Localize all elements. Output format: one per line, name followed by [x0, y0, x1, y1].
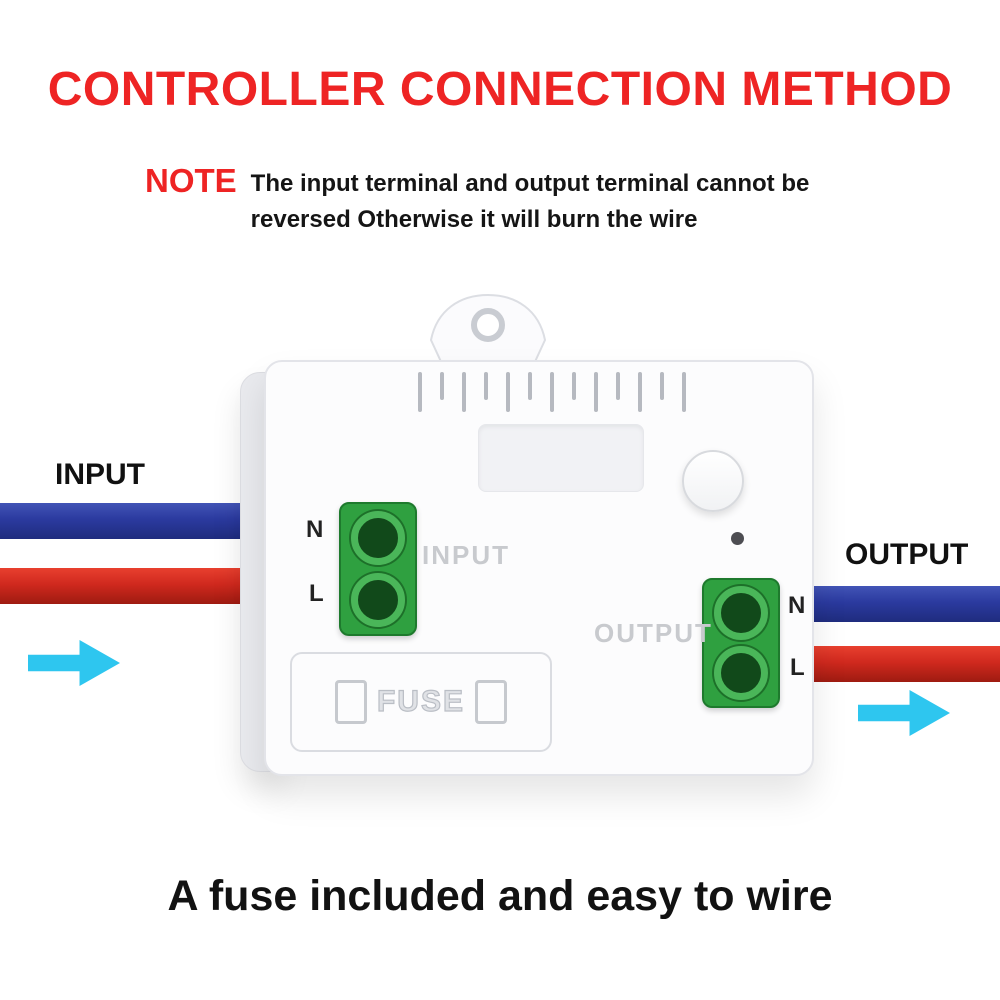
vent-slot: [462, 372, 466, 412]
vent-slot: [506, 372, 510, 412]
output-wire-blue: [790, 586, 1000, 622]
led-indicator: [731, 532, 744, 545]
footer-caption: A fuse included and easy to wire: [167, 872, 833, 920]
vent-slot: [484, 372, 488, 400]
device-output-label: OUTPUT: [594, 618, 713, 648]
vent-slot: [594, 372, 598, 412]
vent-slot: [572, 372, 576, 400]
label-recess: [478, 424, 644, 492]
vent-slot: [660, 372, 664, 400]
input-terminal-n-label: N: [306, 516, 324, 543]
fuse-clip-icon: [475, 680, 507, 724]
vent-slot: [528, 372, 532, 400]
arrow-right-icon: [858, 690, 950, 736]
vent-slot: [418, 372, 422, 412]
input-wire-blue: [0, 503, 260, 539]
vent-slot: [616, 372, 620, 400]
vent-slot: [638, 372, 642, 412]
vent-slot: [440, 372, 444, 400]
note-text: The input terminal and output terminal c…: [250, 170, 810, 233]
terminal-screw: [714, 586, 768, 640]
terminal-screw: [351, 511, 405, 566]
pairing-button: [682, 450, 744, 512]
note-label: NOTE: [145, 162, 237, 199]
terminal-screw: [714, 646, 768, 700]
fuse-clip-icon: [334, 680, 367, 724]
input-terminal-block: [339, 502, 417, 636]
input-terminal-l-label: L: [309, 580, 324, 607]
output-label: OUTPUT: [845, 538, 969, 571]
vent-slot: [550, 372, 554, 412]
vent-slot: [682, 372, 686, 412]
fuse-label: FUSE: [376, 684, 465, 718]
output-terminal-block: [702, 578, 780, 708]
arrow-right-icon: [28, 640, 120, 686]
output-terminal-n-label: N: [788, 592, 806, 619]
output-terminal-l-label: L: [790, 654, 805, 681]
page-title: CONTROLLER CONNECTION METHOD: [47, 63, 953, 116]
mounting-tab: [428, 292, 548, 371]
vent-slots: [418, 372, 686, 412]
note-block: NOTE The input terminal and output termi…: [145, 164, 871, 238]
mounting-hole: [471, 308, 505, 342]
input-wire-red: [0, 568, 260, 604]
fuse-compartment: FUSE: [290, 652, 552, 752]
output-wire-red: [790, 646, 1000, 682]
input-label: INPUT: [55, 458, 145, 491]
mounting-tab-shape: [429, 293, 547, 367]
device-input-label: INPUT: [422, 540, 510, 570]
terminal-screw: [351, 572, 405, 627]
